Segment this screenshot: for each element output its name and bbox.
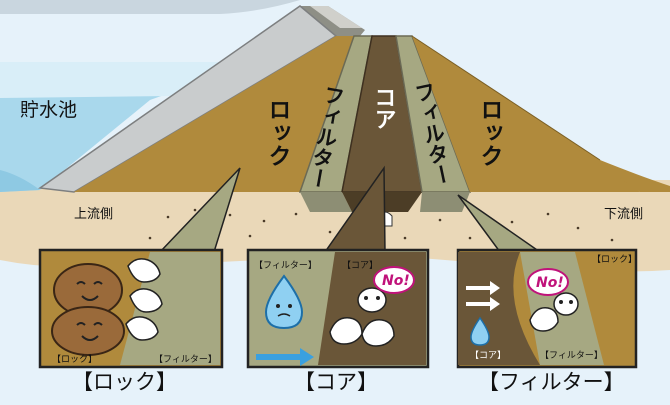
- panel-filter-tag-filter: 【フィルター】: [540, 350, 603, 361]
- upstream-face: [40, 6, 336, 192]
- rock-right-label: ロック: [476, 98, 503, 167]
- panel-filter-tag-core: 【コア】: [470, 350, 506, 361]
- panel-filter: No! 【ロック】 【コア】 【フィルター】: [456, 248, 638, 369]
- speech-core: No!: [382, 273, 410, 289]
- flow-arrows: [466, 281, 500, 311]
- small-water-drop: [470, 316, 490, 346]
- water-drop-character: [264, 274, 304, 330]
- panel-core-tag-filter: 【フィルター】: [254, 260, 317, 271]
- panel-filter-tag-rock: 【ロック】: [592, 254, 637, 265]
- flow-arrow: [256, 348, 314, 366]
- caption-filter: 【フィルター】: [478, 370, 625, 394]
- panel-core: No! 【フィルター】 【コア】: [246, 248, 430, 369]
- reservoir-label: 貯水池: [20, 99, 77, 121]
- panel-rock-tag-rock: 【ロック】: [52, 354, 97, 365]
- caption-core: 【コア】: [294, 370, 378, 394]
- speech-bubble-filter: [527, 268, 569, 296]
- rock-left-label: ロック: [264, 98, 291, 167]
- panel-rock: 【ロック】 【フィルター】: [38, 248, 224, 369]
- downstream-label: 下流側: [604, 207, 643, 222]
- panel-rock-tag-filter: 【フィルター】: [154, 354, 217, 365]
- panel-core-tag-core: 【コア】: [342, 260, 378, 271]
- speech-filter: No!: [536, 275, 564, 291]
- core-label: コア: [371, 86, 396, 130]
- upstream-label: 上流側: [74, 207, 113, 222]
- speech-bubble-core: [373, 266, 415, 294]
- caption-rock: 【ロック】: [72, 370, 177, 394]
- rock-zone-left: [74, 36, 354, 192]
- header-band: [0, 0, 300, 14]
